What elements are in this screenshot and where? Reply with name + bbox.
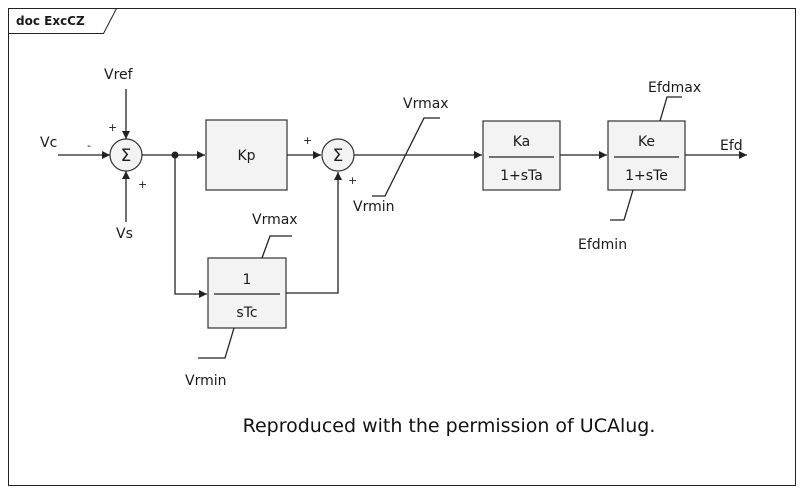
tc-max-label: Vrmax <box>252 212 298 228</box>
block-kp-label: Kp <box>237 148 255 164</box>
tc-min-limit-mark <box>198 327 235 359</box>
tc-min-label: Vrmin <box>185 373 227 389</box>
sum2-symbol: Σ <box>333 146 344 166</box>
frame-tab-label: doc ExcCZ <box>16 14 85 28</box>
wire-tc-to-sum2 <box>286 172 342 294</box>
block-tc-denominator: sTc <box>236 305 257 321</box>
block-ka <box>482 120 561 191</box>
sum1-symbol: Σ <box>121 146 132 166</box>
ke-max-limit-mark <box>659 96 682 122</box>
ke-min-label: Efdmin <box>578 237 627 253</box>
outer-border <box>8 8 796 486</box>
input-vc-label: Vc <box>40 135 57 151</box>
input-vref-label: Vref <box>104 67 134 83</box>
block-kp <box>205 119 288 191</box>
ke-min-limit-mark <box>610 189 634 221</box>
block-ka-numerator: Ka <box>513 134 531 150</box>
block-ka-denominator: 1+sTa <box>500 168 543 184</box>
frame-tab <box>8 8 117 34</box>
wire-branch-to-tc <box>174 155 207 298</box>
sign-sum2-kp: + <box>303 134 312 147</box>
sign-sum1-vs: + <box>138 178 147 191</box>
sign-sum2-tc: + <box>348 174 357 187</box>
caption-text: Reproduced with the permission of UCAlug… <box>243 415 656 437</box>
tc-max-limit-mark <box>261 235 292 259</box>
block-ke-numerator: Ke <box>638 134 655 150</box>
sign-sum1-vref: + <box>108 121 117 134</box>
block-tc <box>207 257 287 329</box>
ke-max-label: Efdmax <box>648 80 701 96</box>
block-ke <box>607 120 686 191</box>
limiter-max-label: Vrmax <box>403 96 449 112</box>
sign-sum1-vc: - <box>87 139 91 152</box>
block-ke-denominator: 1+sTe <box>625 168 668 184</box>
limiter-symbol <box>372 117 440 197</box>
input-vs-label: Vs <box>116 226 133 242</box>
limiter-min-label: Vrmin <box>353 199 395 215</box>
output-efd-label: Efd <box>720 138 743 154</box>
block-tc-numerator: 1 <box>243 272 252 288</box>
